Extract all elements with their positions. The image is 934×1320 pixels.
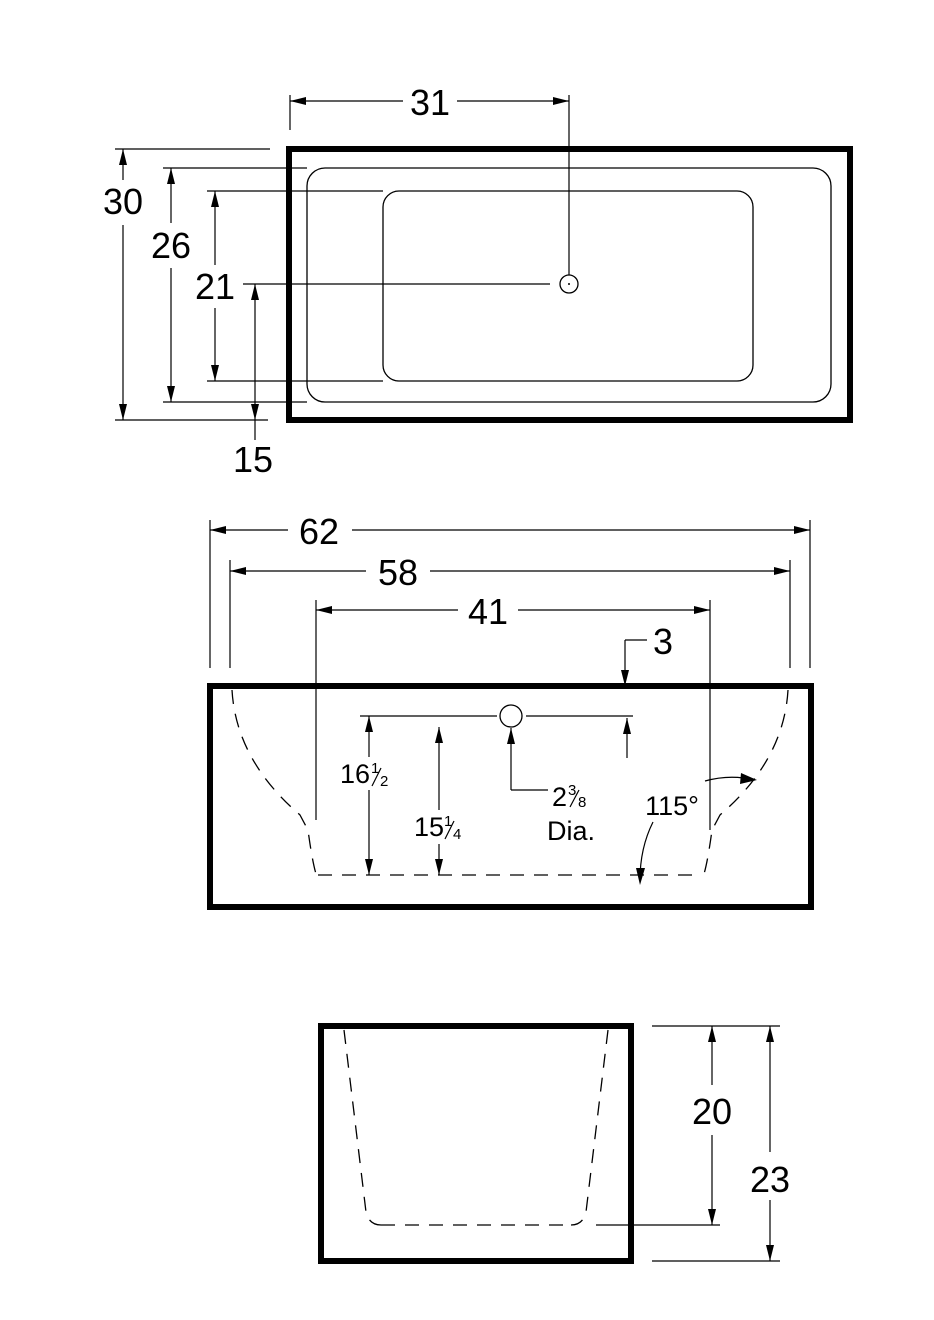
label-interior-depth: 20	[692, 1091, 732, 1132]
label-overflow-diameter-suffix: Dia.	[547, 816, 595, 846]
end-interior-left	[343, 1029, 382, 1226]
dim-wall-angle: 115°	[636, 773, 757, 885]
label-wall-angle: 115°	[645, 791, 699, 821]
dim-floor-length: 41	[315, 591, 711, 830]
interior-wall-right	[703, 689, 789, 875]
dim-overflow-height: 16 1 2	[340, 716, 388, 875]
dim-overflow-diameter: 2 3 8 Dia.	[507, 728, 595, 846]
label-width-to-drain: 31	[410, 82, 450, 123]
dim-width-to-drain: 31	[289, 82, 570, 275]
label-overflow-height-num: 1	[371, 760, 379, 777]
dim-rim-inner-length: 58	[229, 552, 791, 668]
label-drain-height: 15	[414, 812, 444, 842]
label-rim-thickness: 3	[653, 621, 673, 662]
tub-outline-side	[207, 683, 814, 910]
label-rim-inner-depth: 26	[151, 225, 191, 266]
label-overflow-diameter-den: 8	[578, 794, 586, 811]
dim-rim-thickness: 3	[621, 621, 673, 686]
dim-rim-inner-depth: 26	[151, 167, 307, 403]
dim-interior-depth: 20	[596, 1025, 780, 1226]
label-drain-height-den: 4	[453, 826, 461, 843]
dim-drain-height: 15 1 4	[414, 727, 461, 875]
dim-basin-floor-depth: 21	[195, 190, 383, 382]
label-floor-length: 41	[468, 591, 508, 632]
label-overall-height: 23	[750, 1159, 790, 1200]
tub-outline-end	[318, 1023, 634, 1264]
side-view: 62 58 41 3	[207, 511, 814, 910]
top-view: 31 30 26	[103, 82, 853, 480]
label-overflow-diameter: 2	[552, 782, 567, 812]
label-overflow-height-den: 2	[380, 773, 388, 790]
dim-overflow-reference	[360, 715, 633, 758]
interior-wall-left	[231, 689, 317, 875]
label-overall-length: 62	[299, 511, 339, 552]
label-drain-height-num: 1	[444, 813, 452, 830]
end-view: 20 23	[318, 1023, 790, 1264]
label-overflow-diameter-num: 3	[568, 782, 576, 799]
dim-overall-depth: 30	[103, 148, 270, 421]
label-overall-depth: 30	[103, 181, 143, 222]
label-overflow-height: 16	[340, 759, 370, 789]
overflow-icon	[499, 704, 523, 728]
label-drain-offset: 15	[233, 439, 273, 480]
dim-drain-offset: 15	[233, 283, 550, 480]
basin-floor-outline	[382, 190, 754, 382]
dim-overall-length: 62	[209, 511, 811, 668]
drain-center-dot	[568, 283, 570, 285]
label-basin-floor-depth: 21	[195, 266, 235, 307]
dim-overall-height: 23	[652, 1026, 790, 1262]
label-rim-inner-length: 58	[378, 552, 418, 593]
end-interior-right	[570, 1029, 609, 1226]
